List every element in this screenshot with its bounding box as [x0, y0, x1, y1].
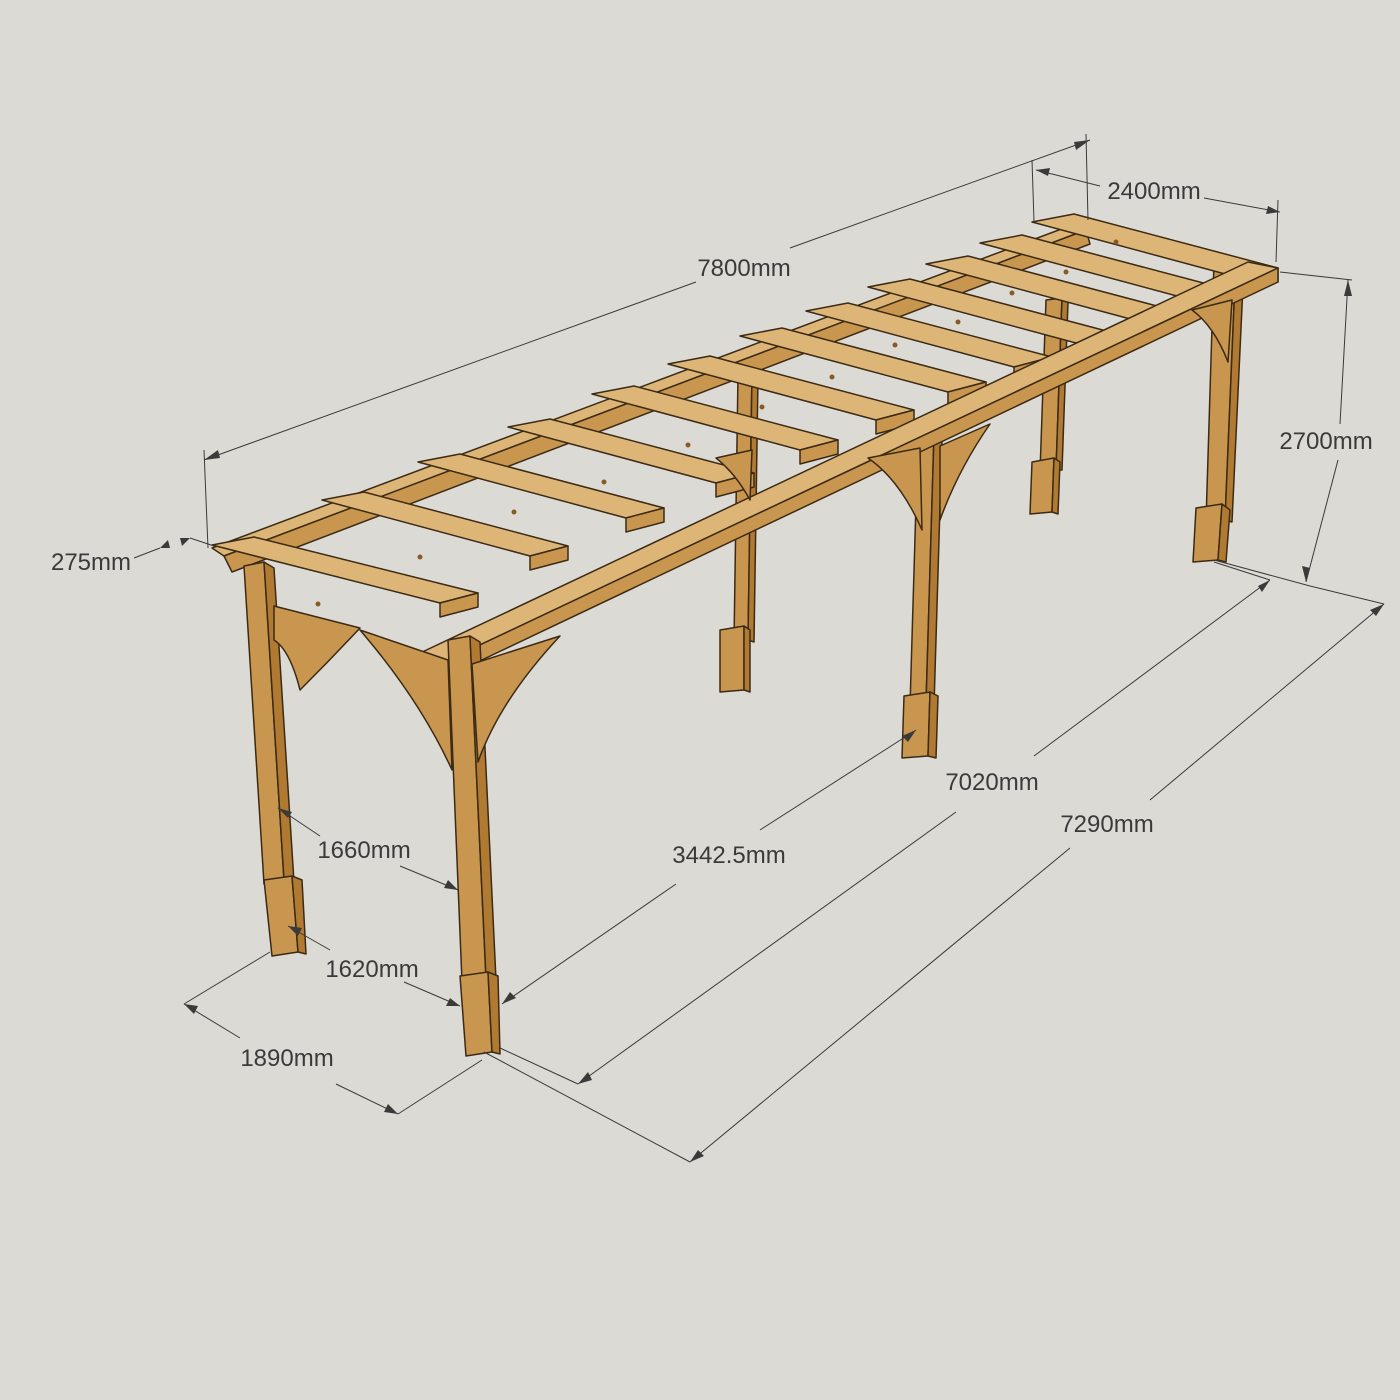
label-overall-length: 7800mm — [697, 255, 790, 282]
label-height: 2700mm — [1279, 428, 1372, 455]
label-overall-width: 2400mm — [1107, 178, 1200, 205]
dimension-lines — [133, 133, 1385, 1163]
label-overhang: 275mm — [51, 549, 131, 576]
rafters — [211, 213, 1279, 618]
label-mid-post-distance: 3442.5mm — [672, 842, 785, 869]
label-post-run-outer: 7290mm — [1060, 811, 1153, 838]
brackets — [273, 299, 1233, 771]
post-mid-back — [719, 372, 759, 693]
label-post-run-inner: 7020mm — [945, 769, 1038, 796]
dimension-labels: 7800mm 2400mm 2700mm 275mm 1660mm 1620mm… — [51, 178, 1373, 1072]
label-post-spacing-inner: 1660mm — [317, 837, 410, 864]
pergola-structure — [211, 213, 1279, 1057]
post-mid-front — [901, 433, 943, 759]
post-front-left — [243, 561, 307, 957]
label-end-width: 1890mm — [240, 1045, 333, 1072]
label-post-spacing-outer: 1620mm — [325, 956, 418, 983]
